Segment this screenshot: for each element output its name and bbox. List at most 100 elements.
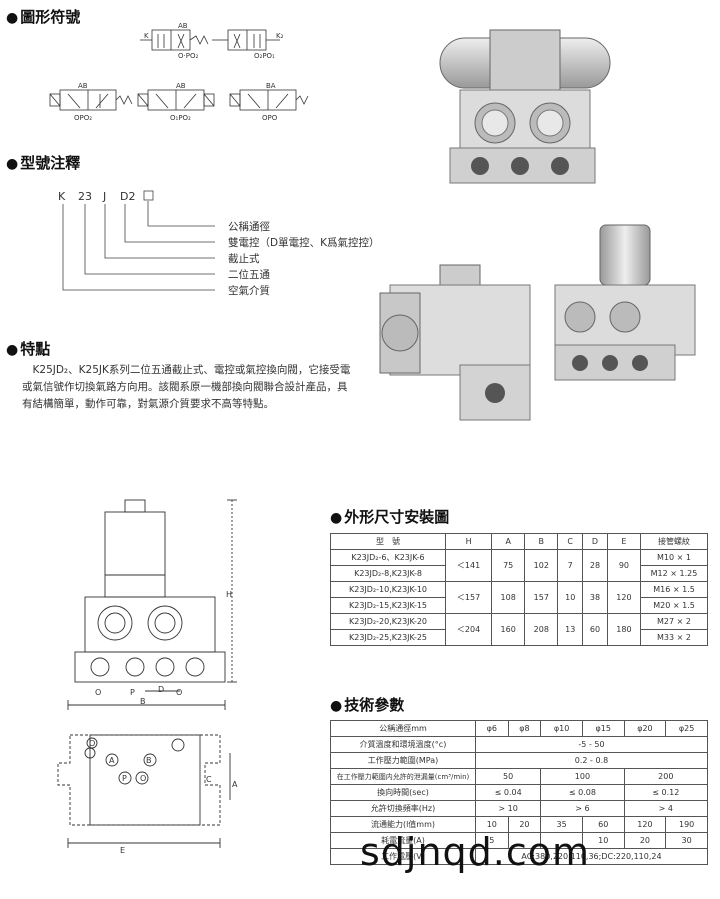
table-row: 換向時間(sec) ≤ 0.04 ≤ 0.08 ≤ 0.12 bbox=[330, 784, 709, 801]
model-code-d2: D2 bbox=[120, 190, 136, 203]
table-row: 工作電壓(V) AC:380,220,110,36;DC:220,110,24 bbox=[330, 848, 708, 865]
dim-label-p: P bbox=[130, 688, 135, 697]
value-cell: > 10 bbox=[474, 800, 542, 817]
c-cell: 13 bbox=[557, 613, 584, 646]
model-legend-2pos5way: 二位五通 bbox=[228, 269, 270, 281]
value-cell: 200 bbox=[623, 768, 709, 785]
value-cell: 20 bbox=[623, 832, 667, 849]
symbol3-top-label: AB bbox=[78, 82, 88, 90]
coil-cap bbox=[124, 499, 146, 513]
valve-body bbox=[84, 596, 216, 653]
b-cell: 157 bbox=[524, 581, 559, 614]
row-label: 換向時間(sec) bbox=[330, 784, 476, 801]
section-title-symbols: ●圖形符號 bbox=[6, 8, 81, 26]
dim-label-o1: O bbox=[95, 688, 102, 697]
row-label: 工作壓力範圍(MPa) bbox=[330, 752, 476, 769]
thread-cell: M27 × 2 bbox=[640, 613, 708, 630]
table-row: 流通能力(l值mm) 10 20 35 60 120 190 bbox=[330, 816, 708, 833]
model-code-k: K bbox=[58, 190, 66, 203]
header-e: E bbox=[606, 533, 642, 550]
table-row: K23JD₂-15,K23JK-15 M20 × 1.5 bbox=[330, 597, 708, 614]
value-cell: > 6 bbox=[540, 800, 625, 817]
model-cell: K23JD₂-25,K23JK-25 bbox=[330, 629, 446, 646]
a-cell: 160 bbox=[491, 613, 526, 646]
value-cell: > 4 bbox=[623, 800, 709, 817]
value-cell: -5 - 50 bbox=[475, 736, 708, 753]
dimension-table: 型 號 H A B C D E 接管螺紋 K23JD₂-6、K23JK-6 ＜1… bbox=[330, 533, 708, 646]
table-row: 公稱通徑mm φ6 φ8 φ10 φ15 φ20 φ25 bbox=[330, 720, 708, 737]
thread-cell: M12 × 1.25 bbox=[640, 565, 708, 582]
symbol5-top-label: BA bbox=[266, 82, 276, 90]
port-label-b: B bbox=[146, 756, 152, 765]
value-cell: ≤ 0.08 bbox=[540, 784, 625, 801]
table-row: K23JD₂-25,K23JK-25 M33 × 2 bbox=[330, 629, 708, 646]
tech-params-table: 公稱通徑mm φ6 φ8 φ10 φ15 φ20 φ25 介質溫度和環境溫度(°… bbox=[330, 720, 709, 865]
e-cell: 180 bbox=[606, 613, 642, 646]
section-title-features: ●特點 bbox=[6, 340, 51, 358]
dim-label-d: D bbox=[158, 685, 165, 694]
table-row: 允許切換頻率(Hz) > 10 > 6 > 4 bbox=[330, 800, 709, 817]
bore-cell: φ6 bbox=[475, 720, 509, 737]
dim-label-o2: O bbox=[176, 688, 183, 697]
e-cell: 90 bbox=[606, 549, 642, 582]
dimension-drawing bbox=[57, 499, 237, 848]
d-cell: 28 bbox=[582, 549, 608, 582]
section-title-dimensions: ●外形尺寸安裝圖 bbox=[330, 508, 450, 526]
model-cell: K23JD₂-20,K23JK-20 bbox=[330, 613, 446, 630]
header-model: 型 號 bbox=[330, 533, 446, 550]
thread-cell: M33 × 2 bbox=[640, 629, 708, 646]
header-c: C bbox=[557, 533, 584, 550]
model-code-j: J bbox=[103, 190, 107, 203]
header-d: D bbox=[582, 533, 608, 550]
e-cell: 120 bbox=[606, 581, 642, 614]
symbol5-bottom-label: OPO bbox=[262, 114, 278, 122]
coil-body bbox=[104, 511, 166, 598]
port-label-a: A bbox=[109, 756, 115, 765]
model-code-23: 23 bbox=[78, 190, 92, 203]
dim-label-c: C bbox=[206, 775, 212, 784]
symbol4-bottom-label: O₁PO₂ bbox=[170, 114, 191, 122]
table-row: K23JD₂-20,K23JK-20 ＜204 160 208 13 60 18… bbox=[330, 613, 708, 646]
header-b: B bbox=[524, 533, 559, 550]
bore-cell: φ10 bbox=[540, 720, 583, 737]
table-row: 工作壓力範圍(MPa) 0.2 - 0.8 bbox=[330, 752, 708, 769]
value-cell: AC:380,220,110,36;DC:220,110,24 bbox=[475, 848, 708, 865]
value-cell: ≤ 0.04 bbox=[474, 784, 542, 801]
value-cell: 190 bbox=[665, 816, 708, 833]
port-label-o2: O bbox=[140, 774, 147, 783]
dim-label-e: E bbox=[120, 846, 126, 855]
symbol2-bottom-label: O₂PO₁ bbox=[254, 52, 275, 60]
bore-cell: φ20 bbox=[623, 720, 667, 737]
table-row: 介質溫度和環境溫度(°c) -5 - 50 bbox=[330, 736, 708, 753]
value-cell: ≤ 0.12 bbox=[623, 784, 709, 801]
dim-label-a: A bbox=[232, 780, 238, 789]
h-cell: ＜157 bbox=[444, 581, 493, 614]
model-cell: K23JD₂-6、K23JK-6 bbox=[330, 549, 446, 566]
bore-cell: φ8 bbox=[507, 720, 542, 737]
value-cell: 100 bbox=[540, 768, 625, 785]
bore-cell: φ25 bbox=[665, 720, 708, 737]
b-cell: 102 bbox=[524, 549, 559, 582]
value-cell: 120 bbox=[623, 816, 667, 833]
row-label: 介質溫度和環境溫度(°c) bbox=[330, 736, 476, 753]
model-code-leader-lines bbox=[62, 190, 215, 291]
symbol1-top-label: AB bbox=[178, 22, 188, 30]
valve-symbols-diagram bbox=[49, 29, 309, 111]
symbol4-top-label: AB bbox=[176, 82, 186, 90]
row-label: 公稱通徑mm bbox=[330, 720, 476, 737]
table-row: K23JD₂-10,K23JK-10 ＜157 108 157 10 38 12… bbox=[330, 581, 708, 614]
model-cell: K23JD₂-10,K23JK-10 bbox=[330, 581, 446, 598]
dim-label-b: B bbox=[140, 697, 146, 706]
a-cell: 75 bbox=[491, 549, 526, 582]
symbol3-bottom-label: OPO₂ bbox=[74, 114, 93, 122]
table-row: K23JD₂-6、K23JK-6 ＜141 75 102 7 28 90 M10… bbox=[330, 549, 708, 582]
port-block bbox=[74, 651, 226, 683]
value-cell: 50 bbox=[474, 768, 542, 785]
model-legend-nominal-bore: 公稱通徑 bbox=[228, 221, 270, 233]
features-paragraph: K25JD₂、K25JK系列二位五通截止式、電控或氣控換向閥，它接受電或氣信號作… bbox=[22, 364, 351, 410]
product-photo-top bbox=[439, 29, 611, 184]
value-cell: 30 bbox=[665, 832, 708, 849]
watermark-text: sdjnqd.com bbox=[360, 830, 591, 874]
model-legend-medium: 空氣介質 bbox=[228, 285, 270, 297]
header-a: A bbox=[491, 533, 526, 550]
